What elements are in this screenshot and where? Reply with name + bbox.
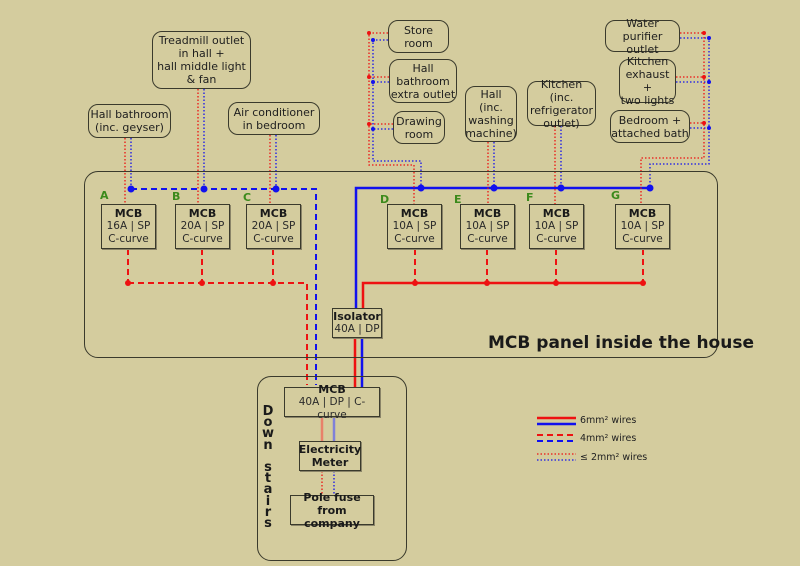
mcb-panel-title: MCB panel inside the house (488, 333, 754, 353)
legend-label-2mm: ≤ 2mm² wires (580, 452, 648, 463)
live-junction-dot (640, 280, 646, 286)
live-bus-dg (361, 281, 643, 308)
mcb-letter-d: D (380, 193, 390, 206)
neutral-junction-dot (490, 184, 498, 192)
live-junction-dot (199, 280, 205, 286)
live-junction-dot (367, 31, 371, 35)
downstairs-char: t (264, 471, 272, 487)
live-junction-dot (702, 31, 706, 35)
neutral-junction-dot (127, 185, 135, 193)
neutral-junction-dot (371, 80, 375, 84)
neutral-junction-dot (272, 185, 280, 193)
live-junction-dot (412, 280, 418, 286)
live-junction-dot (270, 280, 276, 286)
downstairs-char: r (264, 504, 272, 520)
downstairs-panel (257, 376, 407, 561)
mcb-letter-e: E (454, 193, 462, 206)
neutral-junction-dot (707, 126, 711, 130)
mcb-letter-c: C (243, 191, 252, 204)
live-junction-dot (367, 122, 371, 126)
live-wire-d-group (368, 32, 415, 204)
live-junction-dot (702, 75, 706, 79)
neutral-bus-abc (131, 188, 317, 385)
neutral-junction-dot (417, 184, 425, 192)
neutral-junction-dot (371, 127, 375, 131)
live-junction-dot (702, 121, 706, 125)
neutral-wire-d-group (372, 39, 422, 188)
downstairs-char: o (263, 415, 273, 431)
neutral-junction-dot (707, 36, 711, 40)
live-junction-dot (125, 280, 131, 286)
downstairs-char: s (264, 516, 272, 531)
mcb-letter-g: G (611, 189, 621, 202)
legend-label-4mm: 4mm² wires (580, 433, 637, 444)
downstairs-char: i (265, 493, 271, 509)
neutral-wire-g-group (649, 37, 710, 188)
mcb-letter-f: F (526, 191, 534, 204)
live-junction-dot (553, 280, 559, 286)
mcb-letter-a: A (100, 189, 109, 202)
load-bedroom-bath: Bedroom +attached bath (610, 110, 690, 143)
mcb-letter-b: B (172, 190, 181, 203)
neutral-junction-dot (371, 38, 375, 42)
neutral-junction-dot (557, 184, 565, 192)
neutral-junction-dot (646, 184, 654, 192)
load-hall-bathroom: Hall bathroom(inc. geyser) (88, 104, 171, 138)
downstairs-char: w (261, 426, 274, 442)
legend-label-6mm: 6mm² wires (580, 415, 637, 426)
neutral-junction-dot (200, 185, 208, 193)
live-junction-dot (367, 75, 371, 79)
downstairs-char: n (263, 437, 273, 453)
downstairs-char: a (263, 482, 273, 498)
neutral-bus-dg (354, 186, 650, 308)
downstairs-char: s (264, 460, 272, 475)
downstairs-char: D (262, 404, 274, 419)
mcb-panel (84, 171, 718, 358)
live-junction-dot (484, 280, 490, 286)
neutral-junction-dot (707, 80, 711, 84)
